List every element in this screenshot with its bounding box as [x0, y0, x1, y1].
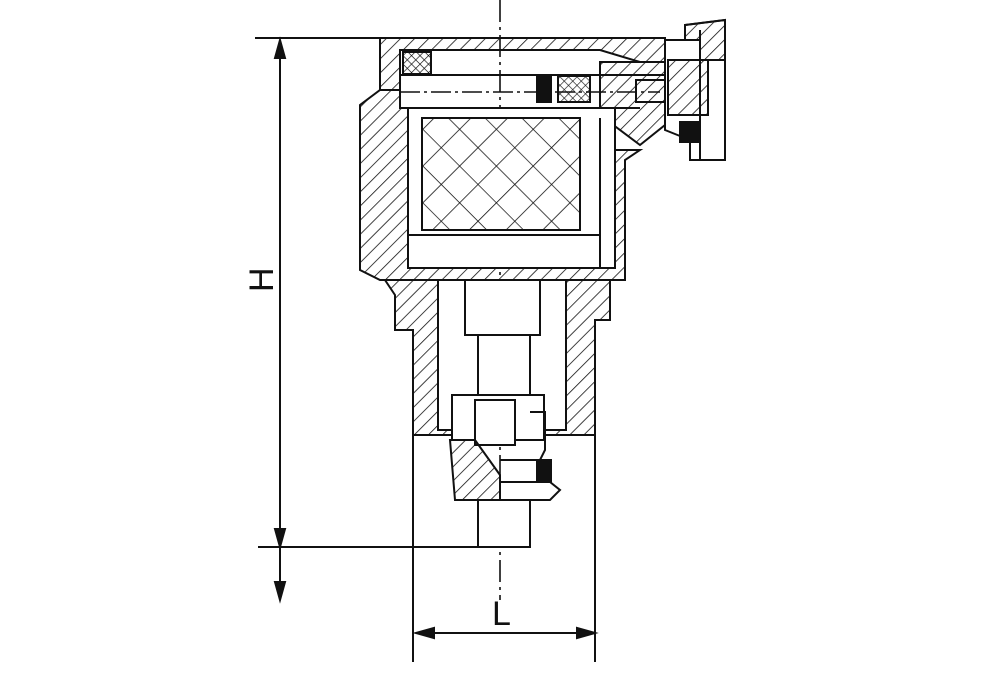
length-label: L	[492, 595, 511, 633]
top-cap	[379, 37, 667, 147]
coil-winding	[421, 117, 581, 231]
valve-body	[383, 279, 611, 548]
height-label: H	[243, 267, 281, 292]
adjustment-knob	[664, 18, 726, 161]
coil-housing	[359, 89, 644, 281]
